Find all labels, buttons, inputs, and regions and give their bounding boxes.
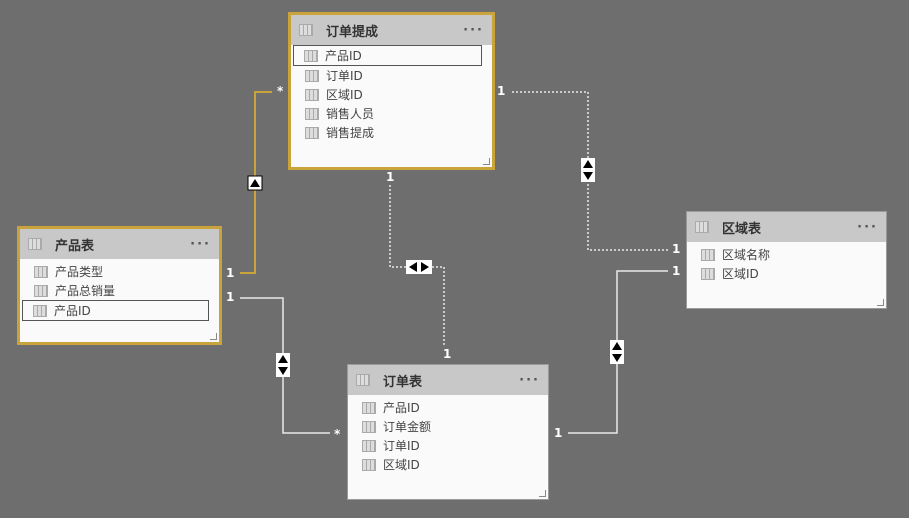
field-row[interactable]: 产品ID	[348, 398, 548, 417]
table-icon	[299, 24, 313, 36]
field-icon	[33, 304, 47, 317]
cardinality-label: 1	[443, 347, 452, 361]
table-header[interactable]: 订单表 ···	[348, 365, 548, 395]
resize-handle[interactable]	[483, 158, 490, 165]
field-icon	[305, 88, 319, 101]
field-icon	[305, 69, 319, 82]
field-label: 订单金额	[383, 420, 432, 434]
table-card-product[interactable]: 产品表 ··· 产品类型 产品总销量 产品ID	[17, 226, 222, 345]
field-row[interactable]: 订单ID	[348, 436, 548, 455]
resize-handle[interactable]	[877, 299, 884, 306]
table-card-region[interactable]: 区域表 ··· 区域名称 区域ID	[686, 211, 887, 309]
resize-handle[interactable]	[210, 333, 217, 340]
table-title: 产品表	[55, 238, 95, 254]
table-icon	[695, 221, 709, 233]
cardinality-label: 1	[226, 290, 235, 304]
cardinality-label: 1	[554, 426, 563, 440]
table-header[interactable]: 区域表 ···	[687, 212, 886, 242]
direction-both-vertical-icon	[581, 158, 595, 182]
field-row[interactable]: 产品ID	[293, 45, 482, 66]
field-row[interactable]: 产品总销量	[20, 281, 219, 300]
direction-both-vertical-icon	[276, 353, 290, 377]
cardinality-label: 1	[497, 84, 506, 98]
field-label: 销售提成	[326, 126, 375, 140]
field-label: 区域ID	[326, 88, 363, 102]
more-options-button[interactable]: ···	[190, 236, 211, 252]
field-label: 区域名称	[722, 248, 771, 262]
field-icon	[362, 401, 376, 414]
field-icon	[34, 265, 48, 278]
field-label: 区域ID	[722, 267, 759, 281]
field-icon	[304, 49, 318, 62]
table-icon	[356, 374, 370, 386]
table-card-commission[interactable]: 订单提成 ··· 产品ID 订单ID 区域ID 销售人员 销售提成	[288, 12, 495, 170]
field-row[interactable]: 区域ID	[348, 455, 548, 474]
field-label: 订单ID	[383, 439, 420, 453]
field-label: 产品ID	[383, 401, 420, 415]
table-icon	[28, 238, 42, 250]
field-label: 区域ID	[383, 458, 420, 472]
field-icon	[701, 248, 715, 261]
more-options-button[interactable]: ···	[857, 219, 878, 235]
table-title: 订单表	[383, 374, 423, 390]
field-row[interactable]: 销售人员	[291, 104, 492, 123]
field-label: 销售人员	[326, 107, 375, 121]
field-row[interactable]: 订单ID	[291, 66, 492, 85]
resize-handle[interactable]	[539, 490, 546, 497]
field-row[interactable]: 区域名称	[687, 245, 886, 264]
field-row[interactable]: 销售提成	[291, 123, 492, 142]
more-options-button[interactable]: ···	[519, 372, 540, 388]
direction-both-vertical-icon	[610, 340, 624, 364]
field-row[interactable]: 区域ID	[687, 264, 886, 283]
field-label: 产品ID	[54, 304, 91, 318]
relationship-commission-region	[512, 91, 668, 251]
table-title: 区域表	[722, 221, 762, 237]
field-label: 产品总销量	[55, 284, 116, 298]
field-row[interactable]: 区域ID	[291, 85, 492, 104]
cardinality-label: *	[334, 427, 341, 441]
table-header[interactable]: 订单提成 ···	[291, 15, 492, 45]
field-row[interactable]: 产品类型	[20, 262, 219, 281]
cardinality-label: 1	[672, 264, 681, 278]
table-header[interactable]: 产品表 ···	[20, 229, 219, 259]
cardinality-label: 1	[386, 170, 395, 184]
field-icon	[362, 458, 376, 471]
table-card-order[interactable]: 订单表 ··· 产品ID 订单金额 订单ID 区域ID	[347, 364, 549, 500]
more-options-button[interactable]: ···	[463, 22, 484, 38]
field-icon	[362, 420, 376, 433]
field-row[interactable]: 订单金额	[348, 417, 548, 436]
field-icon	[701, 267, 715, 280]
cardinality-label: *	[277, 84, 284, 98]
table-title: 订单提成	[326, 24, 379, 40]
field-label: 订单ID	[326, 69, 363, 83]
field-label: 产品ID	[325, 49, 362, 63]
direction-up-icon	[247, 175, 263, 191]
cardinality-label: 1	[226, 266, 235, 280]
direction-both-horizontal-icon	[406, 260, 432, 274]
field-icon	[34, 284, 48, 297]
field-icon	[362, 439, 376, 452]
field-row[interactable]: 产品ID	[22, 300, 209, 321]
field-icon	[305, 126, 319, 139]
cardinality-label: 1	[672, 242, 681, 256]
field-icon	[305, 107, 319, 120]
field-label: 产品类型	[55, 265, 104, 279]
